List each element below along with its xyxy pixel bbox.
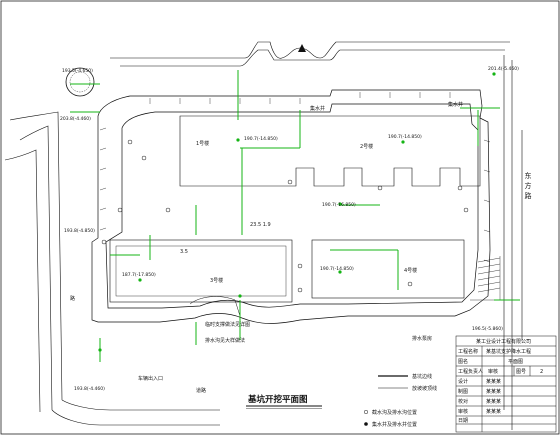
legend: 基坑边线 放坡坡顶线 截水沟及排水沟位置 集水井及排水井位置 [363,373,437,428]
tb-row-label-1: 制图 [458,388,468,395]
pit-label-2: 集水井 [448,101,463,108]
legend-sym-2: 集水井及排水井位置 [372,421,417,428]
dim-label-1: 23.5 1.9 [250,222,271,228]
well-symbols [101,139,469,293]
tb-row-value-3: 某某某 [486,409,501,415]
title-block [455,335,557,433]
water-pump-label: 排水泵房 [412,335,432,342]
tb-design-label: 工程负责人 [458,368,483,375]
elevation-1: 190.7(-14.850) [244,136,278,142]
elevation-9: 193.8(-4.460) [74,386,105,392]
elevation-7: 203.8(-4.460) [60,116,91,122]
tb-row-label-2: 校对 [458,398,468,405]
note-1: 临时支撑做法见详图 [205,321,250,328]
tb-drawing-value: 平面图 [508,359,523,365]
slope-hatch [99,92,491,263]
north-marker [298,44,306,52]
tb-row-value-2: 某某某 [486,399,501,405]
legend-line-2: 放坡坡顶线 [412,385,437,392]
tb-row-value-1: 某某某 [486,389,501,395]
title-block-text: 某工业设计工程有限公司 工程名称 某基坑支护降水工程 图名 平面图 工程负责人 … [458,338,543,424]
tb-sheet-value: 2 [540,369,543,375]
elevation-5: 190.7(-14.850) [320,266,354,272]
elevation-10: 196.5(-5.860) [472,326,503,332]
tb-project-value: 某基坑支护降水工程 [486,348,531,355]
tb-row-label-0: 设计 [458,378,468,385]
road-south-label: 道路 [196,387,206,394]
gate-label: 车辆出入口 [138,375,163,382]
elevation-11: 193.8(-4.850) [64,228,95,234]
tb-project-label: 工程名称 [458,348,478,355]
legend-sym-1: 截水沟及排水沟位置 [372,409,417,416]
labels: 1号楼 2号楼 3号楼 4号楼 190.7(-14.850) 190.7(-14… [60,66,532,394]
note-2: 排水沟见大样做法 [205,337,245,344]
roundabout-inner [69,71,91,93]
tb-check-label: 审核 [488,368,498,375]
tb-company: 某工业设计工程有限公司 [476,338,531,345]
east-ramp [470,256,501,301]
pit-label-1: 集水井 [310,105,325,112]
excavation-outline [91,89,491,324]
elevation-2: 190.7(-14.850) [388,134,422,140]
tb-drawing-label: 图名 [458,358,468,365]
roundabout-circle [65,67,95,97]
dim-label-2: 3.5 [180,249,188,255]
building-3-label: 3号楼 [210,277,223,284]
elevation-3: 190.7(-16.850) [322,202,356,208]
building-4-label: 4号楼 [404,267,417,274]
legend-line-1: 基坑边线 [412,373,432,380]
site-roads [4,41,523,430]
elevation-dots [98,72,496,352]
plan-title: 基坑开挖平面图 [247,394,308,405]
tb-row-label-3: 审核 [458,408,468,415]
elevation-6: 193.5(-4.650) [62,68,93,74]
road-west-label: 路 [70,295,75,302]
building-1-label: 1号楼 [196,140,209,147]
plan-title-block: 基坑开挖平面图 [246,394,322,409]
elevation-4: 187.7(-17.850) [122,272,156,278]
tb-sheet-label: 图号 [516,369,526,375]
road-east-label: 东方路 [524,171,532,202]
tb-row-value-0: 某某某 [486,379,501,385]
green-markers [70,70,520,362]
tb-date-label: 日期 [458,418,468,424]
elevation-8: 201.4(-5.460) [488,66,519,72]
building-2-label: 2号楼 [360,143,373,150]
